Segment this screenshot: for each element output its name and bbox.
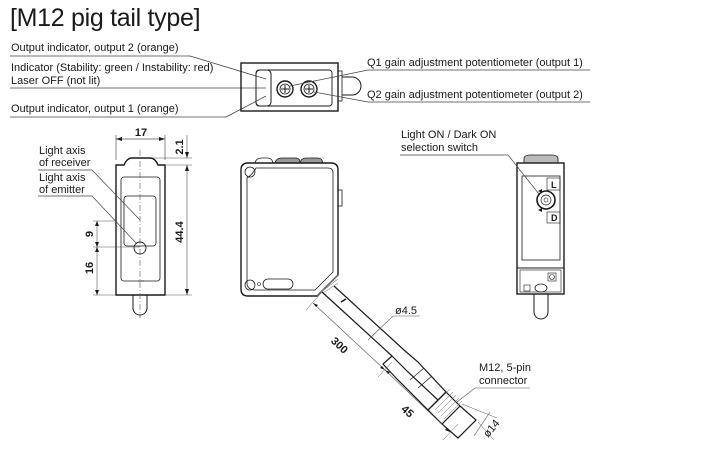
leader-connector <box>456 387 530 403</box>
leader-q2 <box>313 91 590 103</box>
mount-hole-top <box>244 166 256 178</box>
leader-cable-diameter <box>367 315 420 341</box>
top-cable-stub <box>342 76 362 96</box>
side-slot <box>262 278 294 290</box>
cable-edge-1 <box>321 291 393 357</box>
leader-emitter-axis <box>38 195 138 245</box>
indicator-window <box>255 69 272 107</box>
leader-output1 <box>225 95 267 118</box>
label-receiver-axis-2: of receiver <box>39 157 91 169</box>
dim-top-protrusion: 2.1 <box>174 139 186 154</box>
connector-tip <box>441 405 477 439</box>
label-receiver-axis-1: Light axis <box>39 145 86 157</box>
page-title: [M12 pig tail type] <box>10 4 201 32</box>
label-laser-off: Laser OFF (not lit) <box>11 75 101 87</box>
side-view: 300 45 ø4.5 ø14 <box>240 157 530 441</box>
front-body <box>115 157 166 296</box>
label-q1-potentiometer: Q1 gain adjustment potentiometer (output… <box>367 57 583 69</box>
side-edge-tab <box>337 189 343 207</box>
dim-connector-length: 45 <box>398 403 415 420</box>
rear-cable-stub <box>533 294 549 320</box>
selection-switch-icon <box>536 189 556 212</box>
switch-mark-dark: D <box>551 213 558 223</box>
label-switch-2: selection switch <box>401 142 479 154</box>
rear-view: L D <box>400 154 565 320</box>
side-tab-2 <box>274 157 301 164</box>
dim-height: 44.4 <box>174 220 186 242</box>
label-connector-2: connector <box>479 375 528 387</box>
front-cable-stub <box>132 295 148 316</box>
label-connector-1: M12, 5-pin <box>479 362 531 374</box>
dim-width: 17 <box>135 127 147 139</box>
side-body <box>240 162 339 297</box>
switch-mark-light: L <box>551 180 557 190</box>
mount-hole-bottom <box>244 279 256 291</box>
rear-body <box>516 162 565 295</box>
top-panel <box>255 69 333 107</box>
front-window <box>120 176 161 282</box>
q2-potentiometer-icon <box>300 80 318 98</box>
label-emitter-axis-2: of emitter <box>39 184 85 196</box>
side-tab-1 <box>254 157 274 164</box>
top-view <box>10 55 590 118</box>
label-stability-indicator: Indicator (Stability: green / Instabilit… <box>11 62 214 74</box>
side-inner-outline <box>246 167 334 291</box>
label-emitter-axis-1: Light axis <box>39 172 86 184</box>
side-tab-3 <box>299 157 324 164</box>
connector-body <box>382 355 439 411</box>
rear-top-tab <box>523 154 559 163</box>
dim-cable-diameter: ø4.5 <box>395 305 417 317</box>
dim-axis-from-bottom: 16 <box>84 262 96 274</box>
dim-connector-diameter-line <box>473 411 491 437</box>
cable-edge-2 <box>333 285 405 351</box>
label-q2-potentiometer: Q2 gain adjustment potentiometer (output… <box>367 89 583 101</box>
dim-axis-gap: 9 <box>84 231 96 237</box>
dim-cable-length-line <box>312 302 386 371</box>
dim-connector-length-line <box>384 369 451 433</box>
leader-receiver-axis <box>38 169 141 221</box>
leader-q1 <box>289 69 590 87</box>
label-output2-indicator: Output indicator, output 2 (orange) <box>11 42 179 54</box>
leader-output2 <box>189 55 267 80</box>
q1-potentiometer-icon <box>276 80 294 98</box>
label-output1-indicator: Output indicator, output 1 (orange) <box>11 103 179 115</box>
top-side-tab <box>337 70 343 102</box>
dim-cable-length: 300 <box>328 335 350 356</box>
label-switch-1: Light ON / Dark ON <box>401 129 497 141</box>
front-view: 17 2.1 44.4 9 16 <box>38 127 192 318</box>
leader-switch <box>400 154 540 195</box>
